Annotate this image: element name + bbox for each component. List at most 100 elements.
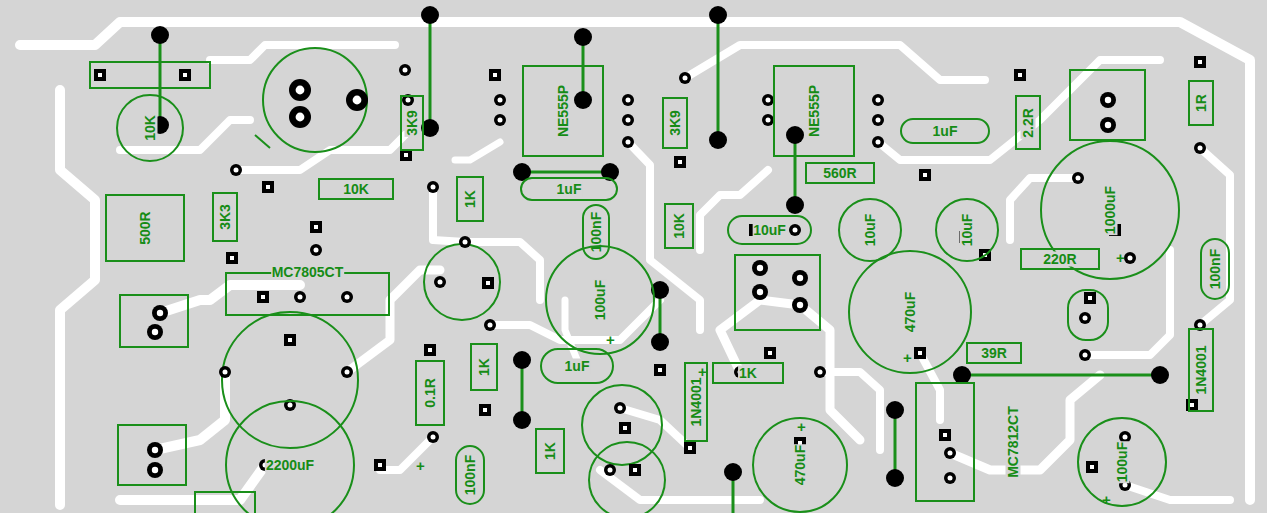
pad-hole <box>658 368 662 372</box>
round-pad <box>872 94 884 106</box>
pad-hole <box>876 140 881 145</box>
pad-hole <box>498 118 503 123</box>
round-pad <box>289 106 311 128</box>
pad-hole <box>431 185 436 190</box>
component-value: 1uF <box>556 182 583 197</box>
pad-hole <box>678 160 682 164</box>
component-value: MC7805CT <box>271 265 345 280</box>
component-outline: 0.1R <box>415 360 445 426</box>
component-outline: 1K <box>470 343 498 391</box>
component-outline: 560R <box>805 162 875 184</box>
component-value: 1K <box>477 357 492 377</box>
pad-hole <box>428 348 432 352</box>
pad-hole <box>488 323 493 328</box>
pad-hole <box>261 295 265 299</box>
pad-hole <box>314 248 319 253</box>
pad-hole <box>943 433 947 437</box>
square-pad <box>374 459 386 471</box>
square-pad <box>919 169 931 181</box>
pad-hole <box>683 76 688 81</box>
pad-hole <box>378 463 382 467</box>
polarity-mark: + <box>606 332 615 347</box>
round-pad <box>1124 252 1136 264</box>
square-pad <box>939 429 951 441</box>
pad-hole <box>768 351 772 355</box>
pad-hole <box>438 280 443 285</box>
pad-hole <box>618 406 623 411</box>
pad-hole <box>1123 435 1128 440</box>
square-pad <box>310 221 322 233</box>
pad-hole <box>626 98 631 103</box>
pad-hole <box>345 295 350 300</box>
component-outline: 10K <box>318 178 394 200</box>
round-pad <box>341 291 353 303</box>
round-pad <box>289 79 311 101</box>
pad-hole <box>1190 403 1194 407</box>
pad-hole <box>152 447 158 453</box>
component-value: 10uF <box>752 223 787 238</box>
pad-hole <box>1088 296 1092 300</box>
round-pad <box>789 224 801 236</box>
round-pad <box>484 319 496 331</box>
pad-hole <box>797 275 803 281</box>
pad-hole <box>486 281 490 285</box>
round-pad <box>346 89 368 111</box>
component-outline: 3K9 <box>400 95 424 151</box>
square-pad <box>979 249 991 261</box>
pad-hole <box>797 302 803 308</box>
component-value: 10uF <box>960 213 975 248</box>
pad-hole <box>1105 97 1111 103</box>
component-value: 100uF <box>1115 441 1130 483</box>
round-pad <box>752 284 768 300</box>
component-outline: 1K <box>456 176 484 222</box>
pad-hole <box>463 240 468 245</box>
pad-hole <box>266 185 270 189</box>
square-pad <box>674 156 686 168</box>
component-value: 470uF <box>903 291 918 333</box>
component-value: 1uF <box>932 124 959 139</box>
capacitor-outline: 10K <box>116 94 184 162</box>
polarity-mark: + <box>797 419 806 434</box>
copper-traces <box>20 22 1250 505</box>
component-value: 100nF <box>1208 248 1223 290</box>
component-value: 100nF <box>463 454 478 496</box>
pad-hole <box>152 329 158 335</box>
round-pad <box>459 236 471 248</box>
pad-hole <box>431 435 436 440</box>
round-pad <box>752 260 768 276</box>
square-pad <box>262 181 274 193</box>
pad-hole <box>923 173 927 177</box>
pad-hole <box>1198 146 1203 151</box>
square-pad <box>619 422 631 434</box>
component-value: 10K <box>342 182 370 197</box>
capacitor-outline: 1uF <box>520 177 618 201</box>
component-outline: NE555P <box>522 65 604 157</box>
round-pad <box>427 181 439 193</box>
pad-hole <box>1083 316 1088 321</box>
round-pad <box>604 464 616 476</box>
pad-hole <box>766 118 771 123</box>
silkscreen-outlines <box>90 48 1145 513</box>
pad-hole <box>288 338 292 342</box>
component-outline: MC7805CT <box>225 272 390 316</box>
component-value: 2200uF <box>265 458 315 473</box>
pad-hole <box>296 86 305 95</box>
component-outline: 39R <box>966 342 1022 364</box>
component-outline: MC7812CT <box>915 382 975 502</box>
square-pad <box>1086 461 1098 473</box>
pad-hole <box>633 468 637 472</box>
polarity-mark: + <box>1116 250 1125 265</box>
round-pad <box>679 72 691 84</box>
square-pad <box>1084 292 1096 304</box>
pad-hole <box>626 118 631 123</box>
pad-hole <box>918 351 922 355</box>
component-value: 10K <box>672 212 687 240</box>
square-pad <box>629 464 641 476</box>
square-pad <box>684 442 696 454</box>
component-value: 1000uF <box>1103 185 1118 235</box>
pad-hole <box>353 96 362 105</box>
square-pad <box>226 252 238 264</box>
round-pad <box>1194 142 1206 154</box>
capacitor-outline: 100uF <box>545 245 655 355</box>
square-pad <box>914 347 926 359</box>
